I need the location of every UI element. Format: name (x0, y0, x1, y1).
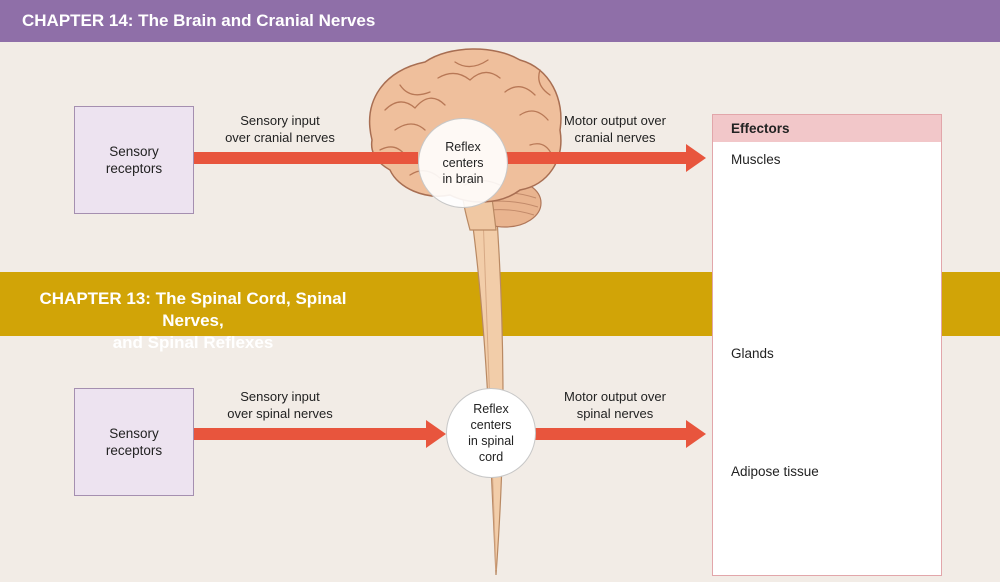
sensory-input-cranial-label: Sensory input over cranial nerves (200, 112, 360, 146)
reflex-line2: centers (470, 418, 512, 432)
muscles-label: Muscles (731, 152, 781, 167)
reflex-centers-cord-circle: Reflex centers in spinal cord (446, 388, 536, 478)
spinal-cord-illustration (469, 204, 504, 576)
chapter14-bar (0, 0, 1000, 42)
reflex-centers-brain-circle: Reflex centers in brain (418, 118, 508, 208)
motor-arrow-spinal (534, 420, 706, 448)
reflex-line1: Reflex (473, 402, 509, 416)
label-line2: spinal nerves (576, 406, 654, 421)
reflex-line2: centers (442, 156, 484, 170)
motor-arrow-spinal-head (686, 420, 706, 448)
sensory-receptors-box-cranial: Sensory receptors (74, 106, 194, 214)
chapter14-title: CHAPTER 14: The Brain and Cranial Nerves (22, 11, 376, 30)
chapter13-title-line2: and Spinal Reflexes (112, 333, 274, 352)
receptor-label-line2: receptors (105, 161, 163, 176)
label-line1: Motor output over (564, 389, 666, 404)
motor-output-cranial-label: Motor output over cranial nerves (535, 112, 695, 146)
sensory-receptors-box-spinal: Sensory receptors (74, 388, 194, 496)
receptor-label-line2: receptors (105, 443, 163, 458)
glands-label: Glands (731, 346, 774, 361)
label-line1: Motor output over (564, 113, 666, 128)
motor-output-spinal-label: Motor output over spinal nerves (535, 388, 695, 422)
receptor-label-line1: Sensory (109, 144, 159, 159)
motor-arrow-spinal-shaft (534, 428, 688, 440)
sensory-arrow-cranial-shaft (192, 152, 418, 164)
adipose-tissue-label: Adipose tissue (731, 464, 819, 479)
reflex-line3: in brain (442, 172, 484, 186)
reflex-line4: cord (478, 450, 504, 464)
motor-arrow-cranial (506, 144, 706, 172)
label-line1: Sensory input (240, 113, 320, 128)
label-line1: Sensory input (240, 389, 320, 404)
reflex-line3: in spinal (468, 434, 514, 448)
label-line2: over spinal nerves (227, 406, 333, 421)
sensory-input-spinal-label: Sensory input over spinal nerves (200, 388, 360, 422)
sensory-arrow-spinal-head (426, 420, 446, 448)
sensory-arrow-spinal-shaft (192, 428, 428, 440)
receptor-label-line1: Sensory (109, 426, 159, 441)
effectors-panel: Effectors Muscles Glands Adipose tissue (712, 114, 942, 576)
label-line2: cranial nerves (574, 130, 656, 145)
chapter13-title: CHAPTER 13: The Spinal Cord, Spinal Nerv… (28, 288, 358, 354)
sensory-arrow-cranial (192, 152, 418, 164)
reflex-line1: Reflex (445, 140, 481, 154)
motor-arrow-cranial-head (686, 144, 706, 172)
label-line2: over cranial nerves (225, 130, 335, 145)
chapter13-title-line1: CHAPTER 13: The Spinal Cord, Spinal Nerv… (39, 289, 347, 330)
motor-arrow-cranial-shaft (506, 152, 688, 164)
effectors-title: Effectors (713, 115, 941, 142)
sensory-arrow-spinal (192, 420, 446, 448)
